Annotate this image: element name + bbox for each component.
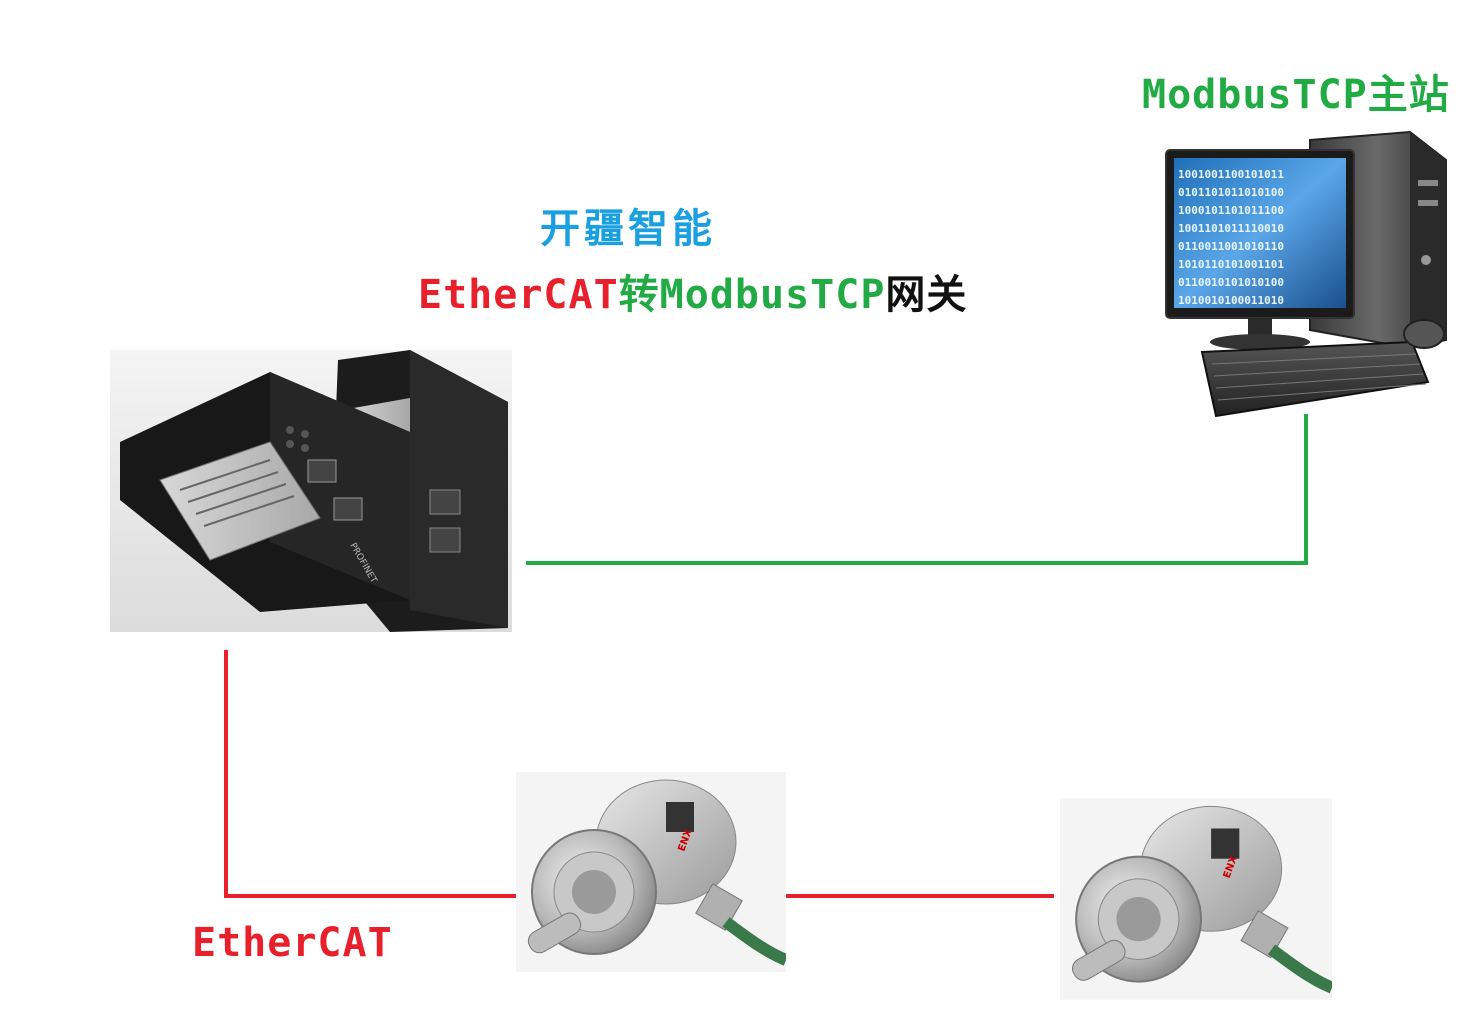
screen-row: 0110010101010100 <box>1178 276 1284 289</box>
gateway-device-icon: PROFINET <box>110 350 512 632</box>
encoder-icon-1: ENX <box>516 772 786 972</box>
screen-row: 0110011001010110 <box>1178 240 1284 253</box>
encoder-icon-2: ENX <box>1060 798 1332 1000</box>
ethercat-line-gateway-to-encoder1 <box>224 650 516 898</box>
modbus-tcp-line <box>526 414 1308 565</box>
screen-row: 1001101011110010 <box>1178 222 1284 235</box>
screen-row: 0101101011010100 <box>1178 186 1284 199</box>
computer-icon: 1001001100101011 0101101011010100 100010… <box>1165 130 1447 418</box>
gateway-title-gateway: 网关 <box>885 272 968 318</box>
gateway-title-modbustcp: ModbusTCP <box>659 272 886 318</box>
ethercat-label: EtherCAT <box>192 920 393 966</box>
screen-row: 1010110101001101 <box>1178 258 1284 271</box>
gateway-title-ethercat: EtherCAT <box>418 272 619 318</box>
modbus-tcp-master-label: ModbusTCP主站 <box>1142 72 1450 118</box>
gateway-title-to: 转 <box>618 272 660 318</box>
screen-row: 1001001100101011 <box>1178 168 1284 181</box>
brand-label: 开疆智能 <box>540 205 716 252</box>
screen-row: 1010010100011010 <box>1178 294 1284 307</box>
binary-screen: 1001001100101011 0101101011010100 100010… <box>1178 168 1284 307</box>
screen-row: 1000101101011100 <box>1178 204 1284 217</box>
gateway-title: EtherCAT转ModbusTCP网关 <box>418 262 967 320</box>
